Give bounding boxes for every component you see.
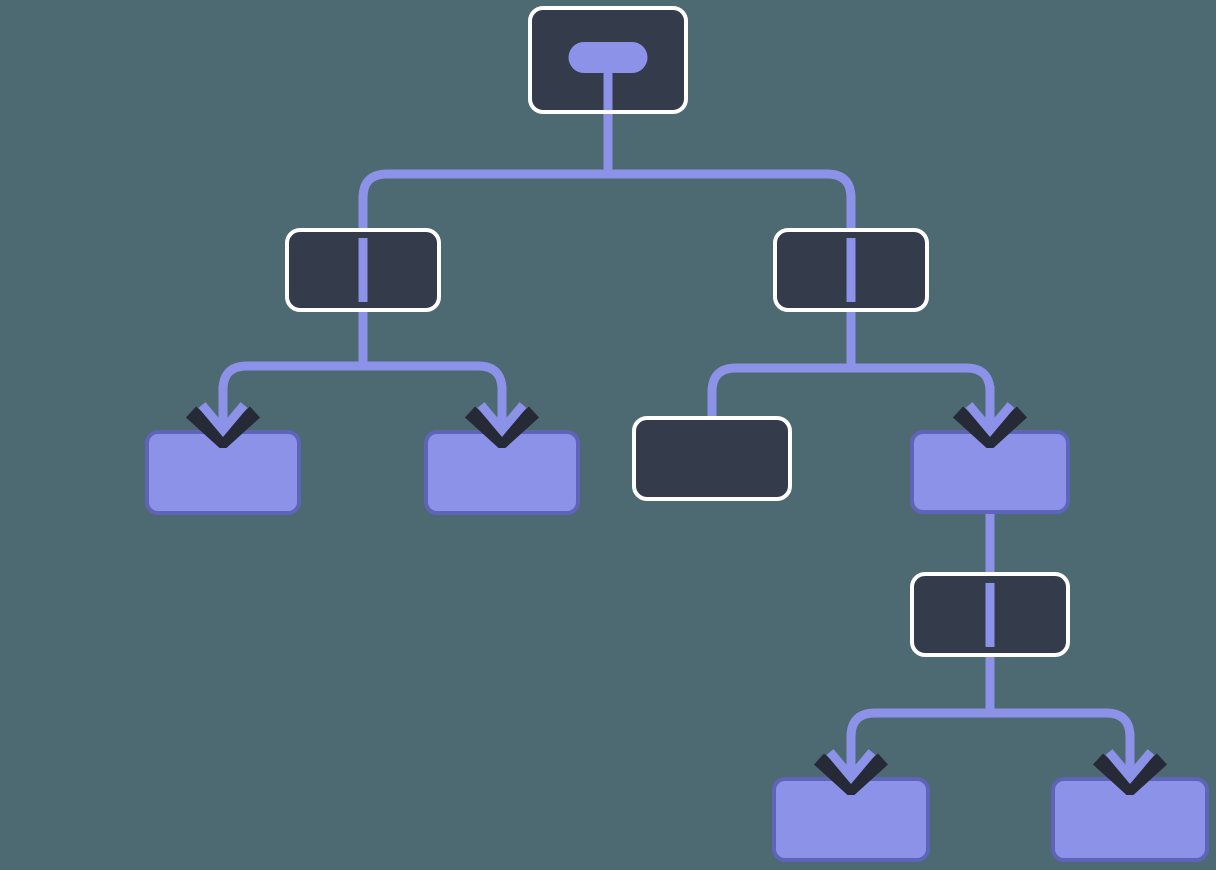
leaf-node-3[interactable] [910,430,1070,514]
dark-node[interactable] [632,416,792,501]
leaf-node-2[interactable] [424,430,580,515]
edge-right-branch [707,363,995,427]
node-pill-icon [568,42,648,73]
node-vertical-line-icon [846,238,856,302]
pass-node-right[interactable] [773,228,929,312]
pass-node-left[interactable] [285,228,441,312]
leaf-node-1[interactable] [145,430,301,515]
leaf-node-5[interactable] [1051,777,1209,862]
pass-node-bottom[interactable] [910,572,1070,657]
root-node[interactable] [528,6,688,114]
node-vertical-line-icon [985,582,995,647]
node-stem-line [603,73,613,110]
edge-top-branch [358,169,856,230]
edge-left-branch [218,361,507,427]
node-vertical-line-icon [358,238,368,302]
leaf-node-4[interactable] [772,777,930,862]
edge-bottom-branch [846,708,1135,775]
